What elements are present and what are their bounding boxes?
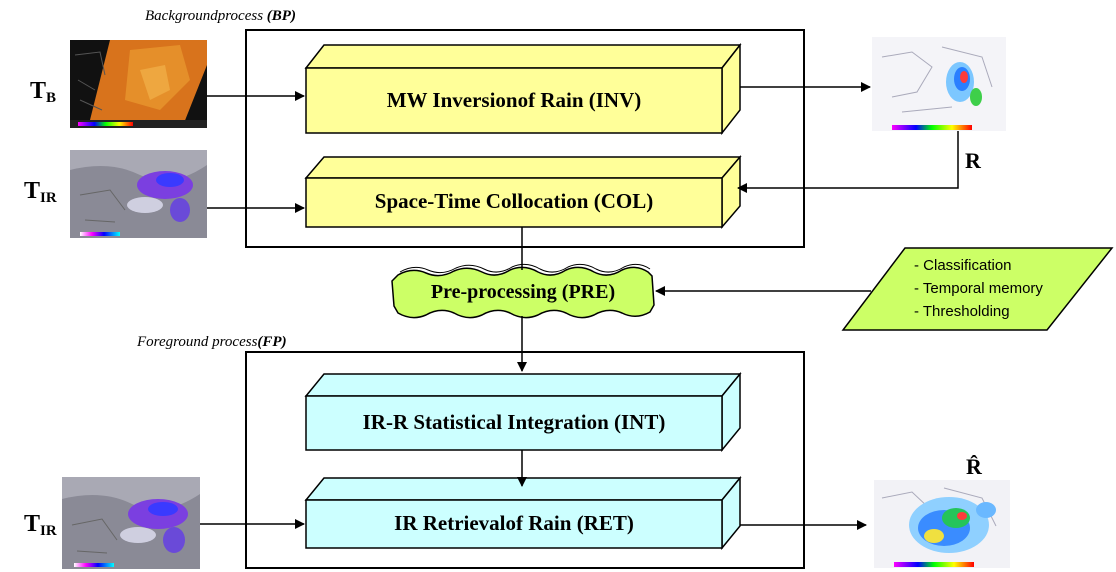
- tir-satellite-image-top: [70, 150, 207, 238]
- int-block: [304, 371, 742, 453]
- background-process-title: Backgroundprocess: [145, 8, 264, 24]
- tb-sub: B: [46, 90, 57, 106]
- arrow-r-to-col: [737, 131, 959, 193]
- pre-label: Pre-processing (PRE): [430, 281, 616, 303]
- tb-main: T: [30, 78, 47, 104]
- tb-symbol: TB: [30, 78, 56, 107]
- col-block: [304, 154, 742, 230]
- tir-bottom-symbol: TIR: [24, 511, 57, 540]
- foreground-process-label: Foreground process(FP): [137, 334, 287, 351]
- foreground-process-abbr: (FP): [257, 334, 287, 350]
- background-process-abbr: (BP): [266, 8, 296, 24]
- ret-label: IR Retrievalof Rain (RET): [394, 511, 634, 535]
- r-hat-symbol: R̂: [966, 454, 982, 479]
- ret-block: [304, 475, 742, 551]
- param-temporal-memory: - Temporal memory: [914, 280, 1043, 297]
- r-symbol: R: [965, 148, 981, 173]
- tir-bottom-main: T: [24, 511, 41, 537]
- col-label: Space-Time Collocation (COL): [374, 189, 654, 213]
- background-process-frame: [245, 29, 805, 248]
- pre-block: [391, 263, 655, 319]
- tir-satellite-image-bottom: [62, 477, 200, 569]
- tb-satellite-image: [70, 40, 207, 128]
- background-process-label: Backgroundprocess (BP): [145, 8, 296, 25]
- foreground-process-title: Foreground process: [137, 334, 258, 350]
- tir-top-main: T: [24, 178, 41, 204]
- inv-label: MW Inversionof Rain (INV): [386, 88, 642, 112]
- inv-block: [304, 42, 742, 136]
- int-label: IR-R Statistical Integration (INT): [362, 410, 666, 434]
- param-classification: - Classification: [914, 257, 1012, 274]
- r-rain-map-image: [872, 37, 1006, 131]
- pre-parameters-box: [841, 247, 1114, 331]
- tir-bottom-sub: IR: [40, 523, 57, 539]
- pre-parameters-list: - Classification - Temporal memory - Thr…: [914, 254, 1043, 323]
- r-hat-rain-map-image: [874, 480, 1010, 568]
- param-thresholding: - Thresholding: [914, 303, 1010, 320]
- tir-top-sub: IR: [40, 190, 57, 206]
- tir-top-symbol: TIR: [24, 178, 57, 207]
- foreground-process-frame: [245, 351, 805, 569]
